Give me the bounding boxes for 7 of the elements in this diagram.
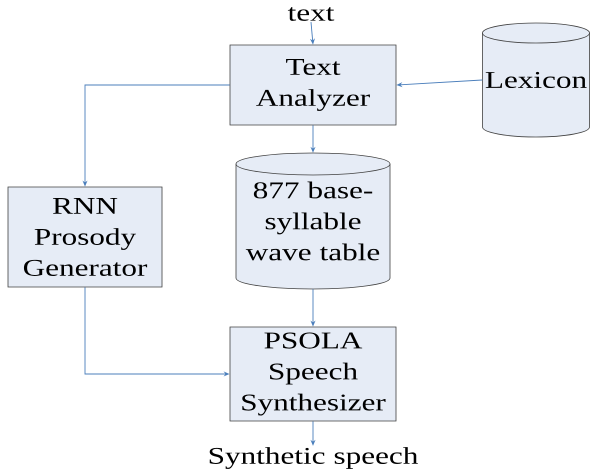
flow-label: text <box>288 7 334 21</box>
database-cylinder: 877 base-syllable wave table <box>236 152 390 290</box>
process-box: Text Analyzer <box>230 44 396 126</box>
process-box: RNN Prosody Generator <box>8 186 162 288</box>
process-box: PSOLA Speech Synthesizer <box>230 326 396 422</box>
flow-label: Synthetic speech <box>210 447 418 469</box>
database-cylinder: Lexicon <box>482 22 590 138</box>
